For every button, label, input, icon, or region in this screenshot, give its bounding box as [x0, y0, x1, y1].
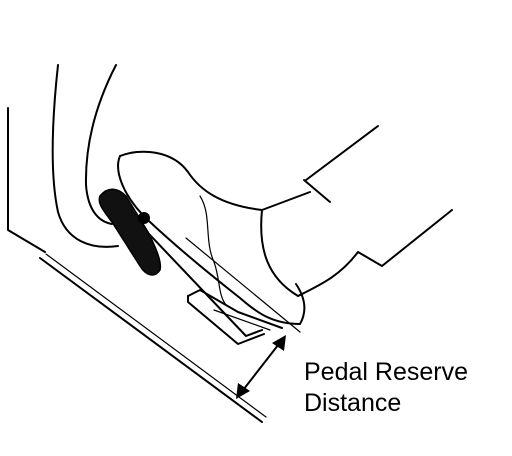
pedal-pivot: [138, 212, 150, 224]
floor-panel: [7, 107, 267, 423]
pedal-reserve-distance-label: Pedal Reserve Distance: [304, 357, 468, 419]
label-line-2: Distance: [304, 389, 402, 417]
label-line-1: Pedal Reserve: [304, 358, 468, 386]
brake-pedal: [98, 188, 263, 337]
reserve-distance-indicator: [185, 237, 301, 399]
arrow-head-lower: [236, 383, 250, 399]
pedal-support: [51, 64, 119, 248]
pedal-pad: [98, 188, 162, 276]
arrow-head-upper: [272, 335, 286, 351]
trouser-leg: [260, 125, 453, 297]
shoe: [117, 150, 311, 345]
